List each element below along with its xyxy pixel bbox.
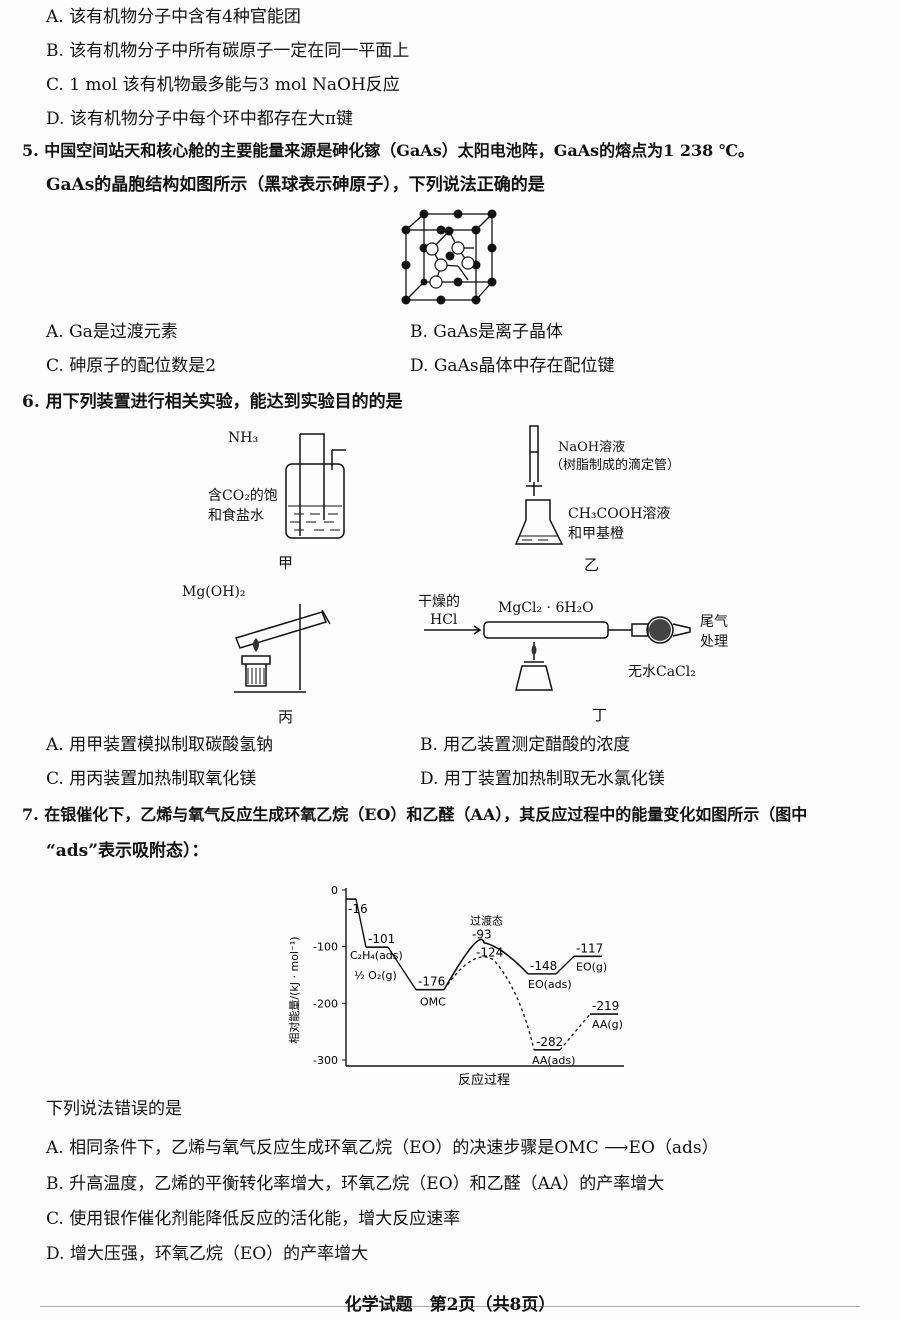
q5-stem-line2: GaAs的晶胞结构如图所示（黑球表示砷原子），下列说法正确的是: [46, 175, 545, 195]
connector-1: [355, 898, 367, 948]
q5-option-c: C. 砷原子的配位数是2: [46, 356, 217, 376]
gaas-unit-cell-figure: [401, 209, 497, 305]
q6-option-a: A. 用甲装置模拟制取碳酸氢钠: [46, 735, 274, 755]
ding-tail-label-1: 尾气: [700, 614, 728, 630]
energy-profile-chart: 0 -100 -200 -300 -16 -101 -176 -93 -124 -148 -117 -…: [287, 884, 624, 1088]
q7-option-c: C. 使用银作催化剂能降低反应的活化能，增大反应速率: [46, 1209, 461, 1229]
transition-curve-eo: [443, 938, 529, 991]
ding-dryer-label: 无水CaCl₂: [628, 664, 696, 680]
value-label: -176: [418, 975, 445, 989]
q7-option-d: D. 增大压强，环氧乙烷（EO）的产率增大: [46, 1244, 369, 1264]
state-label: AA(g): [592, 1018, 623, 1031]
value-label: -93: [472, 928, 492, 942]
apparatus-jia-figure: [285, 433, 346, 539]
y-axis-label: 相对能量/(kJ · mol⁻¹): [287, 936, 301, 1043]
q6-stem: 6. 用下列装置进行相关实验，能达到实验目的的是: [22, 392, 403, 412]
q4-option-d: D. 该有机物分子中每个环中都存在大π键: [46, 109, 354, 129]
q4-option-a: A. 该有机物分子中含有4种官能团: [46, 7, 301, 27]
ding-gas-label-2: HCl: [430, 612, 458, 628]
jia-solution-label-2: 和食盐水: [208, 508, 264, 524]
q7-option-b: B. 升高温度，乙烯的平衡转化率增大，环氧乙烷（EO）和乙醛（AA）的产率增大: [46, 1174, 665, 1194]
q7-option-a: A. 相同条件下，乙烯与氧气反应生成环氧乙烷（EO）的决速步骤是OMC ⟶EO（…: [46, 1138, 719, 1158]
q4-option-b: B. 该有机物分子中所有碳原子一定在同一平面上: [46, 41, 410, 61]
jia-solution-label-1: 含CO₂的饱: [208, 488, 278, 504]
x-axis-label: 反应过程: [458, 1072, 510, 1088]
q5-option-d: D. GaAs晶体中存在配位键: [410, 356, 615, 376]
connector-2: [387, 946, 417, 991]
q7-stem-line1: 7. 在银催化下，乙烯与氧气反应生成环氧乙烷（EO）和乙醛（AA），其反应过程中…: [22, 805, 808, 824]
y-tick-label: -100: [313, 941, 338, 954]
state-label: OMC: [420, 996, 446, 1009]
y-tick-label: 0: [331, 884, 338, 897]
ding-reagent-label: MgCl₂ · 6H₂O: [498, 600, 594, 616]
bing-caption: 丙: [278, 708, 294, 726]
q4-option-c: C. 1 mol 该有机物最多能与3 mol NaOH反应: [46, 75, 400, 95]
q5-stem-line1: 5. 中国空间站天和核心舱的主要能量来源是砷化镓（GaAs）太阳电池阵，GaAs…: [22, 141, 755, 160]
q7-stem-line2: “ads”表示吸附态）：: [46, 841, 209, 861]
q5-option-b: B. GaAs是离子晶体: [410, 322, 564, 342]
yi-caption: 乙: [584, 556, 600, 574]
apparatus-bing-figure: [234, 604, 331, 693]
yi-burette-label-2: （树脂制成的滴定管）: [550, 458, 681, 473]
value-label: -148: [530, 959, 557, 973]
state-label: EO(g): [576, 960, 607, 973]
y-tick-label: -300: [313, 1054, 338, 1067]
jia-gas-label: NH₃: [228, 430, 259, 446]
q6-option-c: C. 用丙装置加热制取氧化镁: [46, 769, 257, 789]
value-label: -124: [476, 945, 503, 959]
value-label: -219: [592, 999, 619, 1013]
state-label: EO(ads): [528, 978, 572, 991]
state-label: 过渡态: [470, 914, 503, 928]
ding-tail-label-2: 处理: [700, 634, 728, 650]
state-label: ½ O₂(g): [354, 969, 397, 982]
value-label: -101: [368, 932, 395, 946]
state-label: C₂H₄(ads): [350, 949, 403, 962]
value-label: -117: [576, 941, 603, 955]
bing-reagent-label: Mg(OH)₂: [182, 584, 246, 600]
value-label: -282: [536, 1035, 563, 1049]
footer-divider: [40, 1306, 860, 1307]
yi-flask-label-2: 和甲基橙: [568, 526, 624, 542]
y-tick-label: -200: [313, 997, 338, 1010]
jia-caption: 甲: [278, 554, 294, 572]
ding-gas-label-1: 干燥的: [418, 594, 460, 610]
transition-curve-aa: [443, 956, 535, 1050]
yi-burette-label-1: NaOH溶液: [558, 440, 626, 455]
q6-option-d: D. 用丁装置加热制取无水氯化镁: [420, 769, 665, 789]
yi-flask-label-1: CH₃COOH溶液: [568, 506, 671, 522]
apparatus-yi-figure: [514, 425, 564, 545]
connector-aa: [559, 1013, 591, 1051]
value-label: -16: [348, 902, 368, 916]
ding-caption: 丁: [592, 706, 608, 724]
q5-option-a: A. Ga是过渡元素: [46, 322, 178, 342]
apparatus-ding-figure: [424, 616, 691, 691]
state-label: AA(ads): [532, 1054, 575, 1067]
connector-5: [555, 955, 575, 975]
q7-sub-stem: 下列说法错误的是: [46, 1099, 182, 1119]
q6-option-b: B. 用乙装置测定醋酸的浓度: [420, 735, 631, 755]
page-footer: 化学试题 第2页（共8页）: [344, 1295, 556, 1315]
